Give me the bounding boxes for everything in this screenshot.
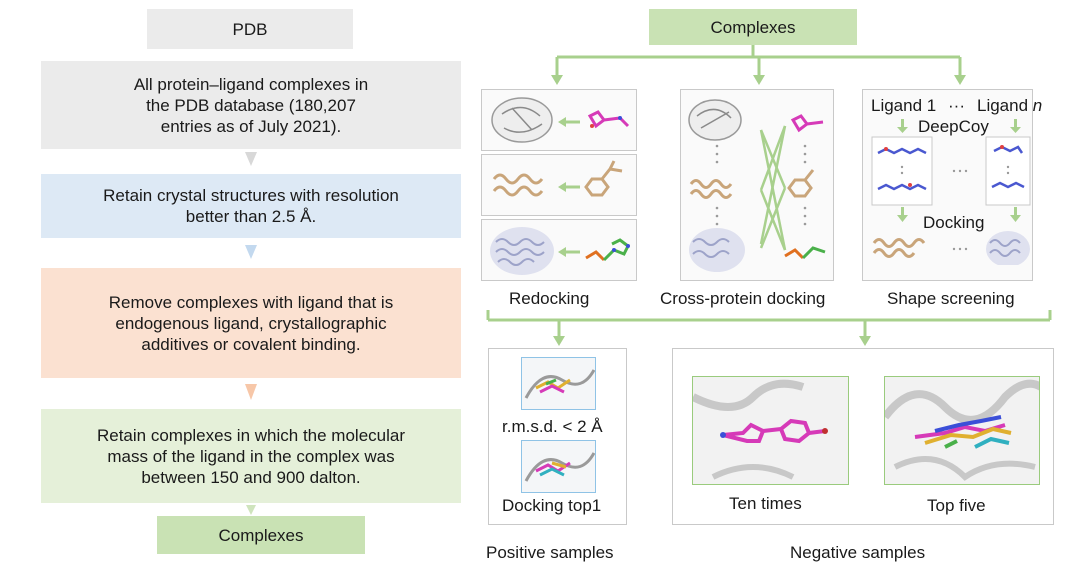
- ligand-ellipsis-label: ···: [948, 96, 965, 115]
- step-remove-ligands-box: Remove complexes with ligand that is end…: [41, 268, 461, 378]
- down-arrow-green: [246, 505, 256, 515]
- step-resolution-box: Retain crystal structures with resolutio…: [41, 174, 461, 238]
- positive-sample-image-2: [521, 440, 596, 493]
- redocking-thumb-3: [481, 219, 637, 281]
- negative-samples-label: Negative samples: [790, 543, 926, 562]
- docking-label: Docking: [923, 213, 985, 232]
- top-five-label: Top five: [927, 496, 986, 515]
- positive-samples-label: Positive samples: [486, 543, 614, 562]
- pdb-box: PDB: [147, 9, 353, 49]
- down-arrow-gray: [245, 152, 257, 166]
- step-remove-ligands-text: Remove complexes with ligand that is end…: [108, 292, 394, 354]
- step-molecular-mass-text: Retain complexes in which the molecular …: [96, 425, 406, 487]
- ten-times-label: Ten times: [729, 494, 802, 513]
- step-molecular-mass-box: Retain complexes in which the molecular …: [41, 409, 461, 503]
- cross-protein-panel: [680, 89, 834, 281]
- left-complexes-box: Complexes: [157, 516, 365, 554]
- rmsd-label: r.m.s.d. < 2 Å: [502, 417, 603, 436]
- merge-arrows: [486, 310, 1052, 346]
- step-all-complexes-text: All protein–ligand complexes in the PDB …: [133, 74, 369, 136]
- cross-protein-docking-label: Cross-protein docking: [660, 289, 826, 308]
- redocking-label: Redocking: [509, 289, 590, 308]
- left-complexes-label: Complexes: [218, 525, 304, 545]
- distribution-arrows: [551, 45, 966, 85]
- right-complexes-box: Complexes: [649, 9, 857, 45]
- down-arrow-blue: [245, 245, 257, 259]
- negative-sample-ten-times-image: [692, 376, 849, 485]
- right-complexes-label: Complexes: [710, 17, 796, 37]
- docking-top1-label: Docking top1: [502, 496, 602, 515]
- step-resolution-text: Retain crystal structures with resolutio…: [103, 186, 399, 226]
- ligand-1-label: Ligand 1: [871, 96, 937, 115]
- pdb-label: PDB: [232, 19, 268, 39]
- positive-sample-image-1: [521, 357, 596, 410]
- shape-screening-graphics: [871, 119, 1031, 265]
- ligand-n-label: Ligand n: [977, 96, 1043, 115]
- negative-sample-top-five-image: [884, 376, 1040, 485]
- step-all-complexes-box: All protein–ligand complexes in the PDB …: [41, 61, 461, 149]
- shape-screening-label: Shape screening: [887, 289, 1015, 308]
- down-arrow-peach: [245, 384, 257, 400]
- redocking-thumb-2: [481, 154, 637, 216]
- redocking-thumb-1: [481, 89, 637, 151]
- deepcoy-label: DeepCoy: [918, 117, 989, 136]
